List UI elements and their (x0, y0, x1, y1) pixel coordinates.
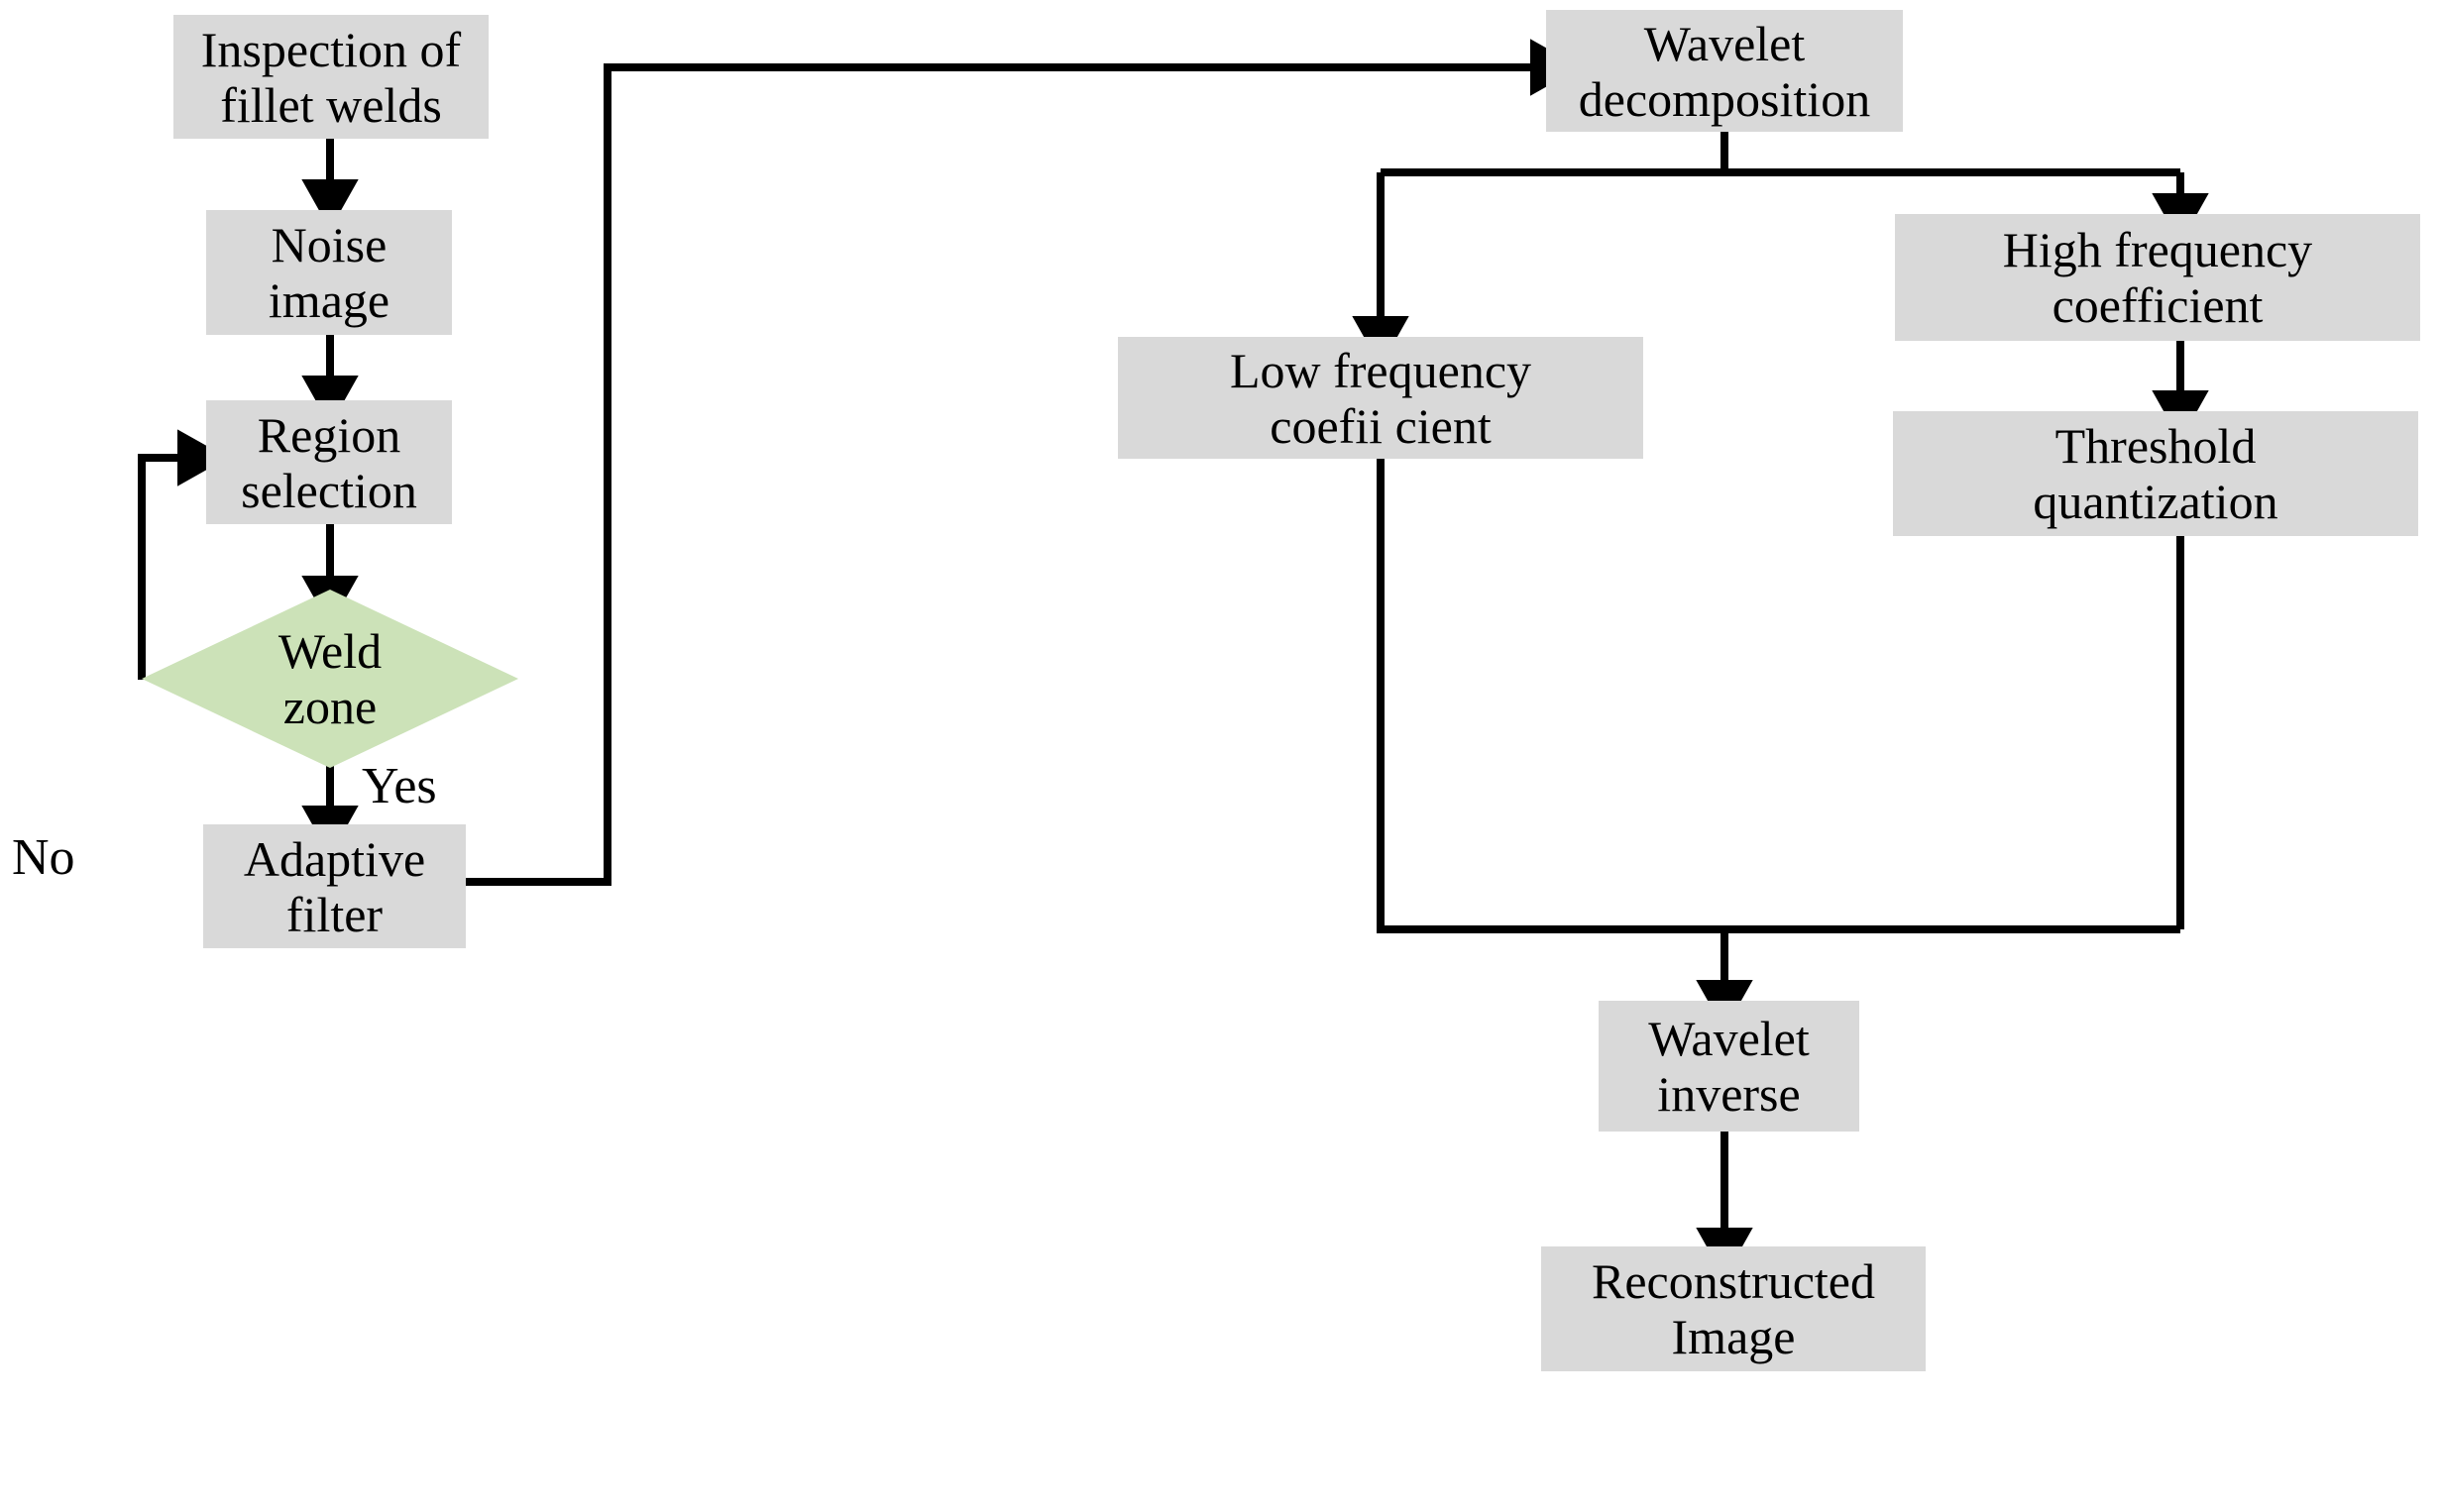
node-wavelet-decomposition[interactable]: Wavelet decomposition (1546, 10, 1903, 132)
node-high-frequency-coefficient[interactable]: High frequency coefficient (1895, 214, 2420, 341)
node-threshold-quantization-label: Threshold quantization (2033, 418, 2278, 529)
node-region-selection-label: Region selection (241, 406, 417, 518)
node-noise-image-label: Noise image (268, 217, 390, 328)
node-noise-image[interactable]: Noise image (206, 210, 452, 335)
node-threshold-quantization[interactable]: Threshold quantization (1893, 411, 2418, 536)
node-high-frequency-coefficient-label: High frequency coefficient (2002, 222, 2313, 333)
node-low-frequency-coefficient[interactable]: Low frequency coefii cient (1118, 337, 1643, 459)
node-wavelet-inverse-label: Wavelet inverse (1648, 1011, 1810, 1122)
node-wavelet-inverse[interactable]: Wavelet inverse (1599, 1001, 1859, 1132)
node-adaptive-filter[interactable]: Adaptive filter (203, 824, 466, 948)
node-reconstructed-image[interactable]: Reconstructed Image (1541, 1246, 1926, 1371)
node-wavelet-decomposition-label: Wavelet decomposition (1578, 15, 1871, 127)
node-region-selection[interactable]: Region selection (206, 400, 452, 524)
edge-label-no: No (12, 829, 75, 886)
node-reconstructed-image-label: Reconstructed Image (1591, 1253, 1875, 1364)
node-inspection-label: Inspection of fillet welds (200, 21, 462, 133)
edge-adaptive-decomp (466, 39, 1582, 886)
node-weld-zone-label: Weld zone (277, 623, 383, 734)
edge-label-yes: Yes (362, 758, 437, 814)
node-adaptive-filter-label: Adaptive filter (243, 830, 426, 942)
node-inspection[interactable]: Inspection of fillet welds (173, 15, 489, 139)
node-low-frequency-coefficient-label: Low frequency coefii cient (1229, 342, 1532, 454)
edge-decomp-bus (1381, 132, 2180, 176)
node-weld-zone[interactable]: Weld zone (142, 590, 518, 768)
